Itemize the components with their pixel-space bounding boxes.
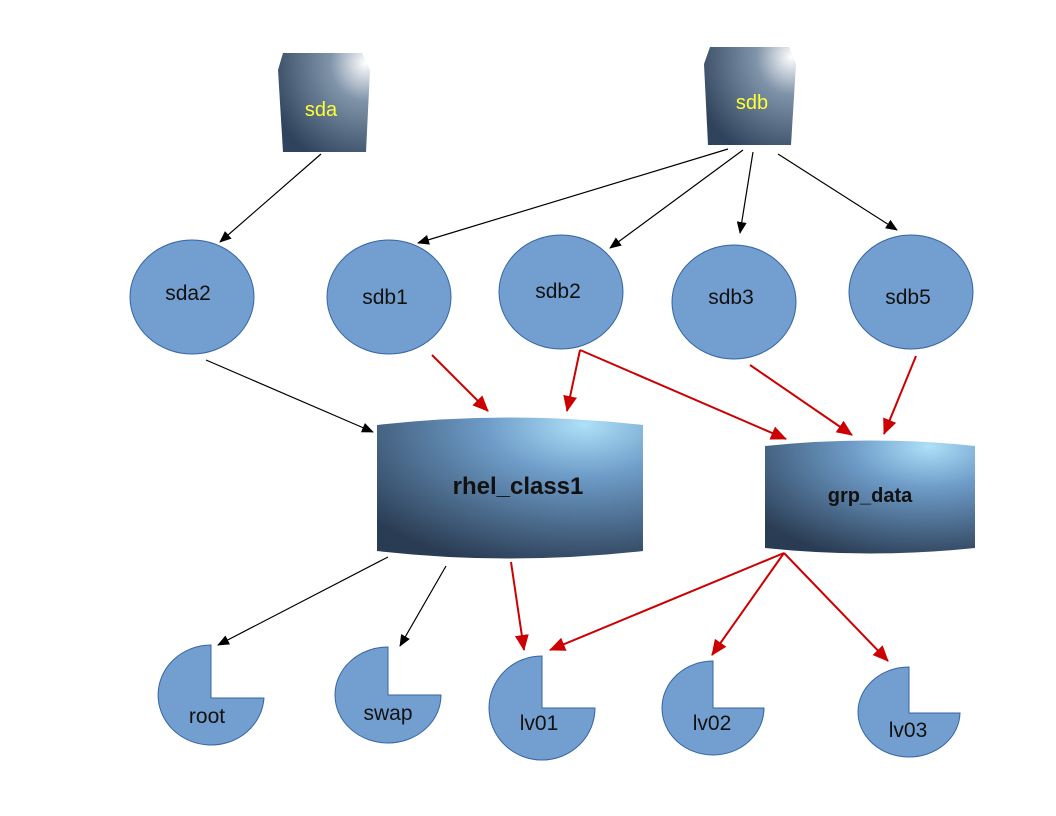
arrow-sdb-to-sdb2	[609, 149, 744, 249]
partition-sdb5[interactable]: sdb5	[848, 234, 974, 350]
disk-sda[interactable]: sda	[278, 53, 370, 152]
logical-volume-lv03[interactable]: lv03	[857, 666, 961, 758]
logical-volume-shape	[661, 660, 765, 756]
logical-volume-root[interactable]: root	[157, 644, 265, 746]
logical-volume-shape	[488, 655, 596, 761]
partition-shape	[498, 234, 624, 350]
volume-group-shape	[377, 417, 643, 559]
arrow-sdb3-to-grp_data	[749, 364, 853, 436]
arrow-rhel_class1-to-lv01	[510, 561, 529, 651]
partition-label: sdb2	[535, 280, 581, 303]
arrow-grp_data-to-lv03	[783, 552, 889, 662]
partition-label: sdb3	[708, 286, 754, 309]
arrow-sda2-to-rhel_class1	[205, 359, 374, 433]
partition-sdb3[interactable]: sdb3	[671, 244, 797, 360]
disk-label: sdb	[736, 92, 768, 114]
arrow-sdb-to-sdb5	[777, 153, 898, 231]
partition-shape	[848, 234, 974, 350]
logical-volume-shape	[857, 666, 961, 758]
volume-group-rhel_class1[interactable]: rhel_class1	[377, 417, 643, 559]
volume-group-grp_data[interactable]: grp_data	[765, 440, 975, 554]
disk-shape	[704, 47, 796, 145]
arrow-sdb1-to-rhel_class1	[431, 354, 489, 412]
disk-sdb[interactable]: sdb	[704, 47, 796, 145]
volume-group-label: rhel_class1	[453, 473, 584, 500]
arrow-sdb2-to-rhel_class1	[563, 349, 581, 412]
logical-volume-label: lv03	[889, 719, 928, 742]
arrow-sdb-to-sdb1	[417, 148, 729, 245]
arrow-sdb-to-sdb3	[736, 151, 754, 234]
logical-volume-lv02[interactable]: lv02	[661, 660, 765, 756]
disk-shape	[278, 53, 370, 152]
volume-group-label: grp_data	[828, 485, 913, 507]
arrow-rhel_class1-to-swap	[399, 565, 447, 647]
arrow-grp_data-to-lv01	[549, 552, 785, 651]
arrow-grp_data-to-lv02	[711, 552, 785, 656]
logical-volume-lv01[interactable]: lv01	[488, 655, 596, 761]
logical-volume-label: swap	[363, 702, 412, 725]
partition-sdb1[interactable]: sdb1	[326, 239, 452, 355]
logical-volume-swap[interactable]: swap	[334, 646, 442, 744]
edges-layer	[205, 148, 917, 662]
arrow-rhel_class1-to-root	[217, 556, 389, 646]
logical-volume-label: lv01	[520, 712, 559, 735]
partition-label: sdb1	[362, 286, 408, 309]
partition-label: sda2	[165, 282, 211, 305]
disk-label: sda	[305, 99, 338, 121]
partition-shape	[671, 244, 797, 360]
arrow-sdb2-to-grp_data	[579, 349, 787, 440]
logical-volume-label: root	[189, 705, 225, 728]
arrow-sdb5-to-grp_data	[883, 355, 917, 435]
partition-label: sdb5	[885, 286, 931, 309]
partition-shape	[129, 239, 255, 355]
logical-volume-shape	[157, 644, 265, 746]
partition-sdb2[interactable]: sdb2	[498, 234, 624, 350]
partition-shape	[326, 239, 452, 355]
logical-volume-label: lv02	[693, 712, 732, 735]
partition-sda2[interactable]: sda2	[129, 239, 255, 355]
logical-volume-shape	[334, 646, 442, 744]
arrow-sda-to-sda2	[219, 153, 322, 243]
volume-group-shape	[765, 440, 975, 554]
